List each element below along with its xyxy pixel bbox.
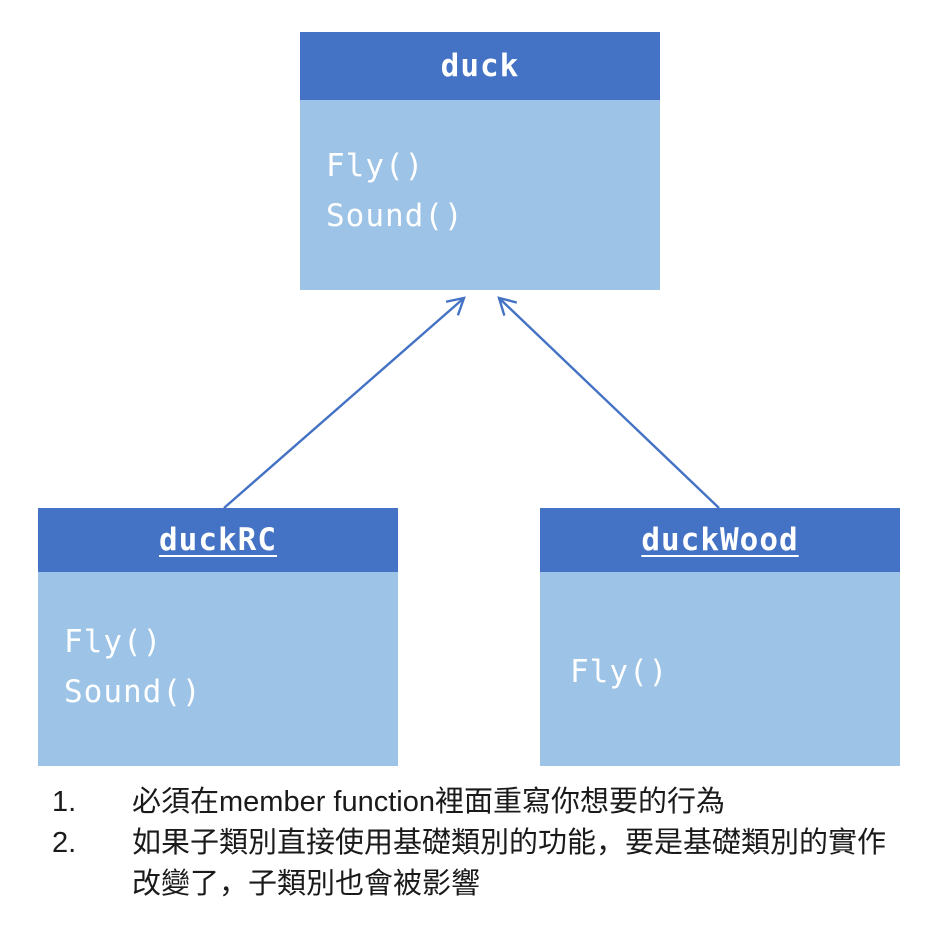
method-label: Fly() bbox=[64, 624, 163, 660]
method-label: Fly() bbox=[570, 654, 669, 690]
class-box-duckrc: duckRC Fly() Sound() bbox=[38, 508, 398, 766]
class-box-duckwood: duckWood Fly() bbox=[540, 508, 900, 766]
class-body-duckwood: Fly() bbox=[540, 572, 900, 766]
class-title-duckwood: duckWood bbox=[540, 508, 900, 572]
notes-list: 1. 必須在member function裡面重寫你想要的行為 2. 如果子類別… bbox=[52, 782, 902, 906]
class-title-label: duckRC bbox=[159, 522, 277, 558]
class-title-duck: duck bbox=[300, 32, 660, 100]
class-title-label: duck bbox=[440, 48, 520, 84]
method-label: Fly() bbox=[326, 148, 425, 184]
class-body-duckrc: Fly() Sound() bbox=[38, 572, 398, 766]
note-item: 2. 如果子類別直接使用基礎類別的功能，要是基礎類別的實作改變了，子類別也會被影… bbox=[52, 823, 902, 905]
note-text: 如果子類別直接使用基礎類別的功能，要是基礎類別的實作改變了，子類別也會被影響 bbox=[132, 827, 887, 901]
note-number: 2. bbox=[52, 827, 77, 860]
inheritance-arrow-duckrc bbox=[223, 296, 466, 509]
inheritance-arrow-duckwood bbox=[497, 296, 720, 509]
class-title-duckrc: duckRC bbox=[38, 508, 398, 572]
note-number: 1. bbox=[52, 786, 77, 818]
class-title-label: duckWood bbox=[641, 522, 799, 558]
note-text: 必須在member function裡面重寫你想要的行為 bbox=[132, 786, 725, 818]
method-label: Sound() bbox=[64, 673, 202, 710]
method-label: Sound() bbox=[326, 197, 464, 234]
class-body-duck: Fly() Sound() bbox=[300, 100, 660, 290]
class-box-duck: duck Fly() Sound() bbox=[300, 32, 660, 290]
note-item: 1. 必須在member function裡面重寫你想要的行為 bbox=[52, 782, 902, 823]
